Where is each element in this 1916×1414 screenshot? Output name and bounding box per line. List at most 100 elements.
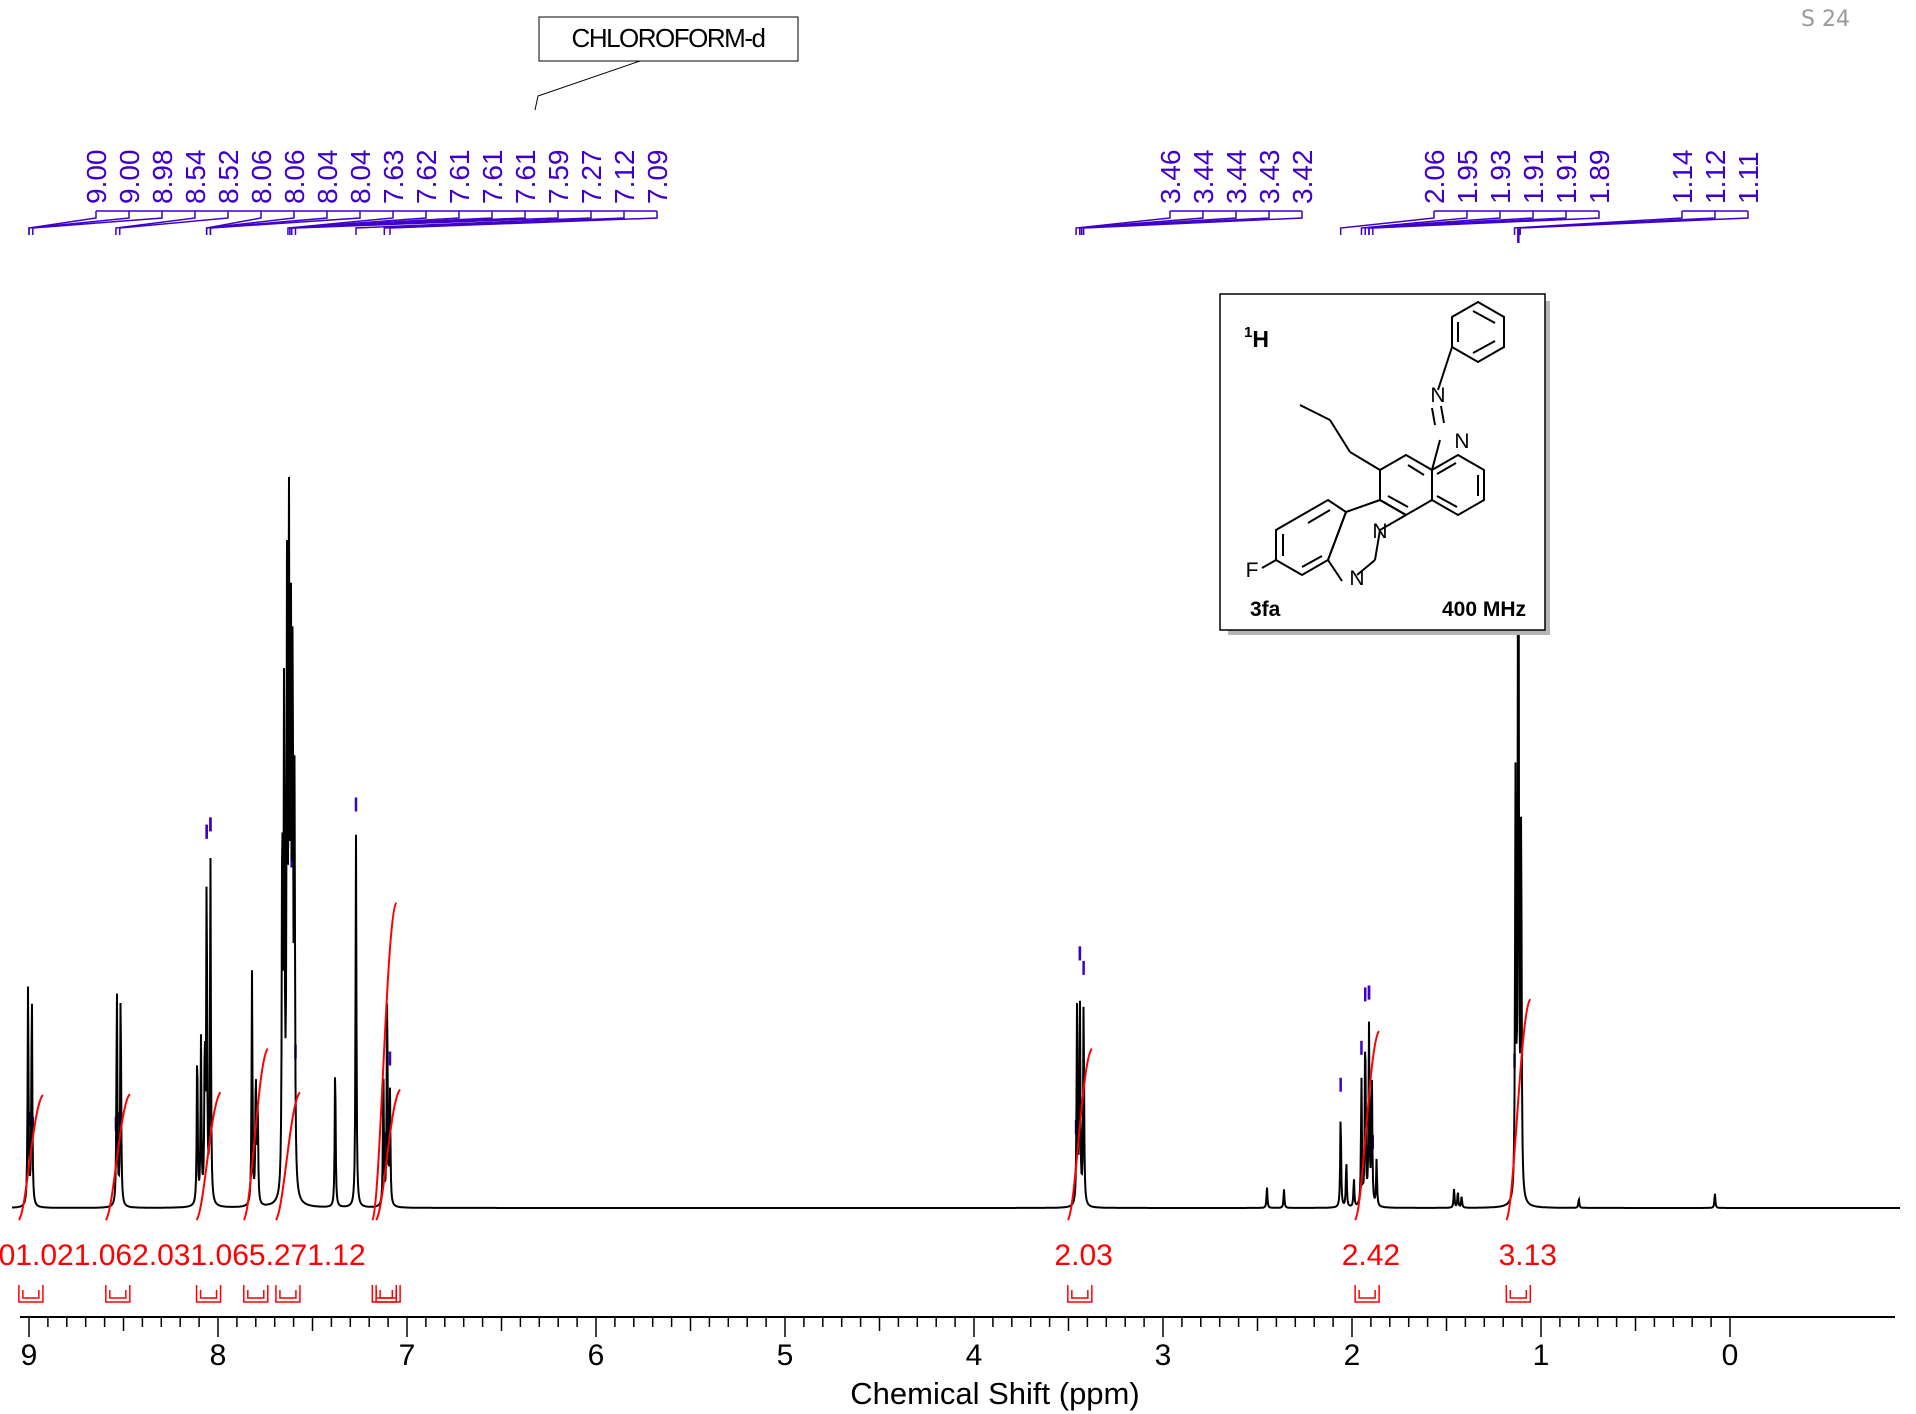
nucleus-symbol: H (1252, 326, 1269, 352)
x-tick-label: 9 (21, 1339, 38, 1372)
peak-label: 1.95 (1452, 150, 1483, 205)
peak-label: 7.27 (576, 150, 607, 205)
atom-f: F (1246, 559, 1259, 582)
integral-bracket (1354, 1285, 1380, 1303)
x-tick-label: 5 (777, 1339, 794, 1372)
peak-label-connector (355, 211, 592, 235)
spectrum-trace (11, 359, 1900, 1209)
peak-label-connector (115, 211, 196, 235)
integral-bracket (1505, 1285, 1532, 1303)
peak-label: 2.06 (1419, 150, 1450, 205)
atom-n1: N (1430, 384, 1445, 407)
atom-n4: N (1349, 567, 1364, 590)
structure-inset: 1H (1219, 293, 1550, 635)
peak-label-connector (287, 211, 394, 235)
integral-value: 2.42 (1342, 1239, 1400, 1272)
solvent-label: CHLOROFORM-d (572, 23, 765, 53)
x-tick-label: 7 (399, 1339, 416, 1372)
peak-label: 8.52 (213, 150, 244, 205)
peak-label: 8.54 (180, 150, 211, 205)
integral-curve (18, 1094, 44, 1221)
page-number: S 24 (1801, 7, 1850, 32)
peak-label-connector (209, 211, 361, 235)
peak-label: 9.00 (81, 150, 112, 205)
peak-label: 1.93 (1485, 150, 1516, 205)
peak-label-connector (1368, 211, 1567, 235)
integral-value: 2.03 (1054, 1239, 1112, 1272)
peak-label: 8.98 (147, 150, 178, 205)
peak-label: 8.06 (279, 150, 310, 205)
integral-curve (1066, 1047, 1093, 1221)
peak-label-connector (205, 211, 295, 235)
peak-label: 3.46 (1155, 150, 1186, 205)
peak-label: 1.12 (1700, 150, 1731, 205)
integral-value: 1.001.021.062.031.065.271.12 (0, 1239, 366, 1272)
x-tick-label: 8 (210, 1339, 227, 1372)
atom-n3: N (1372, 520, 1387, 543)
peak-label: 8.04 (345, 150, 376, 205)
x-tick-label: 2 (1344, 1339, 1361, 1372)
spectrometer-frequency: 400 MHz (1442, 598, 1526, 621)
peak-label: 7.63 (378, 150, 409, 205)
integral-curve (104, 1093, 131, 1221)
peak-label-connector (1513, 211, 1683, 235)
peak-label-connector (28, 211, 130, 235)
solvent-callout: CHLOROFORM-d (534, 16, 799, 111)
peak-label: 8.04 (312, 150, 343, 205)
peak-label-connector (1372, 211, 1600, 235)
peak-label: 8.06 (246, 150, 277, 205)
integral-curve (375, 1088, 401, 1221)
peak-label: 1.91 (1518, 150, 1549, 205)
x-tick-label: 6 (588, 1339, 605, 1372)
x-tick-label: 0 (1722, 1339, 1739, 1372)
peak-label-connector (289, 211, 427, 235)
solvent-box (538, 16, 799, 62)
peak-label: 7.12 (609, 150, 640, 205)
peak-label-connector (1339, 211, 1435, 235)
integral-bracket (105, 1285, 131, 1303)
peak-label-connector (1360, 211, 1468, 235)
peak-label: 7.59 (543, 150, 574, 205)
peak-label: 3.43 (1254, 150, 1285, 205)
integral-bracket (375, 1285, 401, 1303)
integral-bracket (1067, 1285, 1093, 1303)
peak-label-connector (1080, 211, 1270, 235)
integral-curve (371, 902, 398, 1221)
peak-label: 9.00 (114, 150, 145, 205)
x-tick-label: 1 (1533, 1339, 1550, 1372)
integral-curve (242, 1047, 269, 1221)
peak-label: 1.91 (1551, 150, 1582, 205)
integral-curve (1354, 1030, 1380, 1221)
peak-label: 1.11 (1733, 152, 1764, 204)
peak-label-connector (1082, 211, 1303, 235)
nucleus-label: 1H (1244, 324, 1269, 352)
integral-bracket (275, 1285, 301, 1303)
peak-label: 1.14 (1667, 150, 1698, 205)
peak-label-connector (294, 211, 559, 235)
peak-label: 7.61 (510, 150, 541, 205)
peak-label-connector (118, 211, 229, 235)
peak-label-connector (1079, 211, 1237, 235)
x-tick-label: 3 (1155, 1339, 1172, 1372)
x-axis: 9 8 7 6 5 4 3 2 1 0 (20, 1316, 1895, 1372)
integral-bracket (243, 1285, 269, 1303)
integral-curve (275, 1091, 301, 1221)
integral-curve (1505, 998, 1532, 1221)
peak-label: 7.09 (642, 150, 673, 205)
integral-value: 3.13 (1499, 1239, 1557, 1272)
nucleus-mass: 1 (1244, 324, 1252, 341)
solvent-pointer (534, 60, 641, 111)
peak-label: 3.42 (1287, 150, 1318, 205)
integral-curve (195, 1091, 222, 1221)
x-tick-label: 4 (966, 1339, 983, 1372)
inset-box (1219, 293, 1546, 631)
integral-bracket (195, 1285, 222, 1303)
peak-label-connector (1517, 211, 1716, 235)
peak-label: 3.44 (1221, 150, 1252, 205)
peak-label: 7.62 (411, 150, 442, 205)
molecule-drawing (1261, 300, 1505, 582)
peak-label: 7.61 (477, 150, 508, 205)
peak-label-connector (1075, 211, 1171, 235)
